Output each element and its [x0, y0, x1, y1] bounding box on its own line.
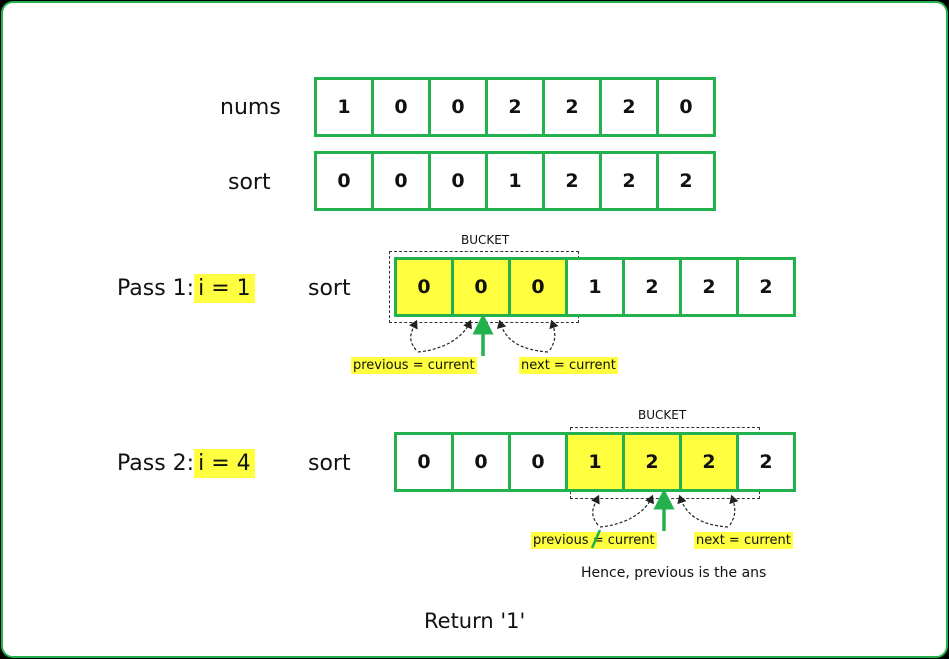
nums-label: nums	[220, 95, 281, 120]
pass2-next-arrow-right	[729, 494, 739, 526]
pass1-next-arrow-left	[496, 319, 549, 353]
sort-label: sort	[228, 170, 271, 195]
pass1-cell: 0	[508, 257, 568, 317]
nums-array: 1 0 0 2 2 2 0	[314, 77, 716, 137]
pass1-cell: 2	[736, 257, 796, 317]
pass2-cell: 2	[736, 432, 796, 492]
pass1-next-arrow-right	[549, 319, 559, 351]
pass2-sort-label: sort	[308, 451, 351, 476]
pass2-title: Pass 2:	[117, 451, 195, 476]
pass1-prev-arrow-left	[409, 319, 418, 351]
pass2-prev-arrow-right	[599, 494, 654, 528]
pass2-array: 0 0 0 1 2 2 2	[394, 432, 796, 492]
pass1-title: Pass 1:	[117, 276, 195, 301]
sort-cell: 2	[656, 151, 716, 211]
pass2-note: Hence, previous is the ans	[581, 565, 767, 581]
pass1-label: Pass 1:i = 1	[117, 274, 255, 303]
pass2-prev-arrow-left	[591, 494, 600, 526]
sort-cell: 0	[314, 151, 374, 211]
nums-cell: 0	[656, 77, 716, 137]
pass2-next-arrow-left	[677, 494, 729, 528]
result-text: Return '1'	[424, 609, 526, 633]
pass1-bucket-label: BUCKET	[461, 233, 510, 247]
pass1-prev-arrow-right	[417, 319, 472, 353]
nums-cell: 2	[599, 77, 659, 137]
pass1-previous-label: previous = current	[351, 357, 477, 374]
pass1-index: i = 1	[194, 274, 255, 303]
pass2-index: i = 4	[194, 449, 255, 478]
pass2-previous-label: previous = current	[531, 532, 657, 549]
pass1-sort-label: sort	[308, 276, 351, 301]
sort-cell: 0	[371, 151, 431, 211]
pass2-label: Pass 2:i = 4	[117, 449, 255, 478]
nums-cell: 1	[314, 77, 374, 137]
sort-array: 0 0 0 1 2 2 2	[314, 151, 716, 211]
pass1-cell: 2	[622, 257, 682, 317]
pass2-green-tick	[590, 529, 602, 549]
pass2-bucket-label: BUCKET	[638, 408, 687, 422]
nums-cell: 0	[371, 77, 431, 137]
pass1-cell: 1	[565, 257, 625, 317]
pass1-array: 0 0 0 1 2 2 2	[394, 257, 796, 317]
pass1-next-label: next = current	[519, 357, 618, 374]
nums-cell: 2	[485, 77, 545, 137]
pass2-cell: 1	[565, 432, 625, 492]
pass2-next-label: next = current	[694, 532, 793, 549]
pass2-cell: 0	[451, 432, 511, 492]
sort-cell: 0	[428, 151, 488, 211]
pass1-cell: 2	[679, 257, 739, 317]
